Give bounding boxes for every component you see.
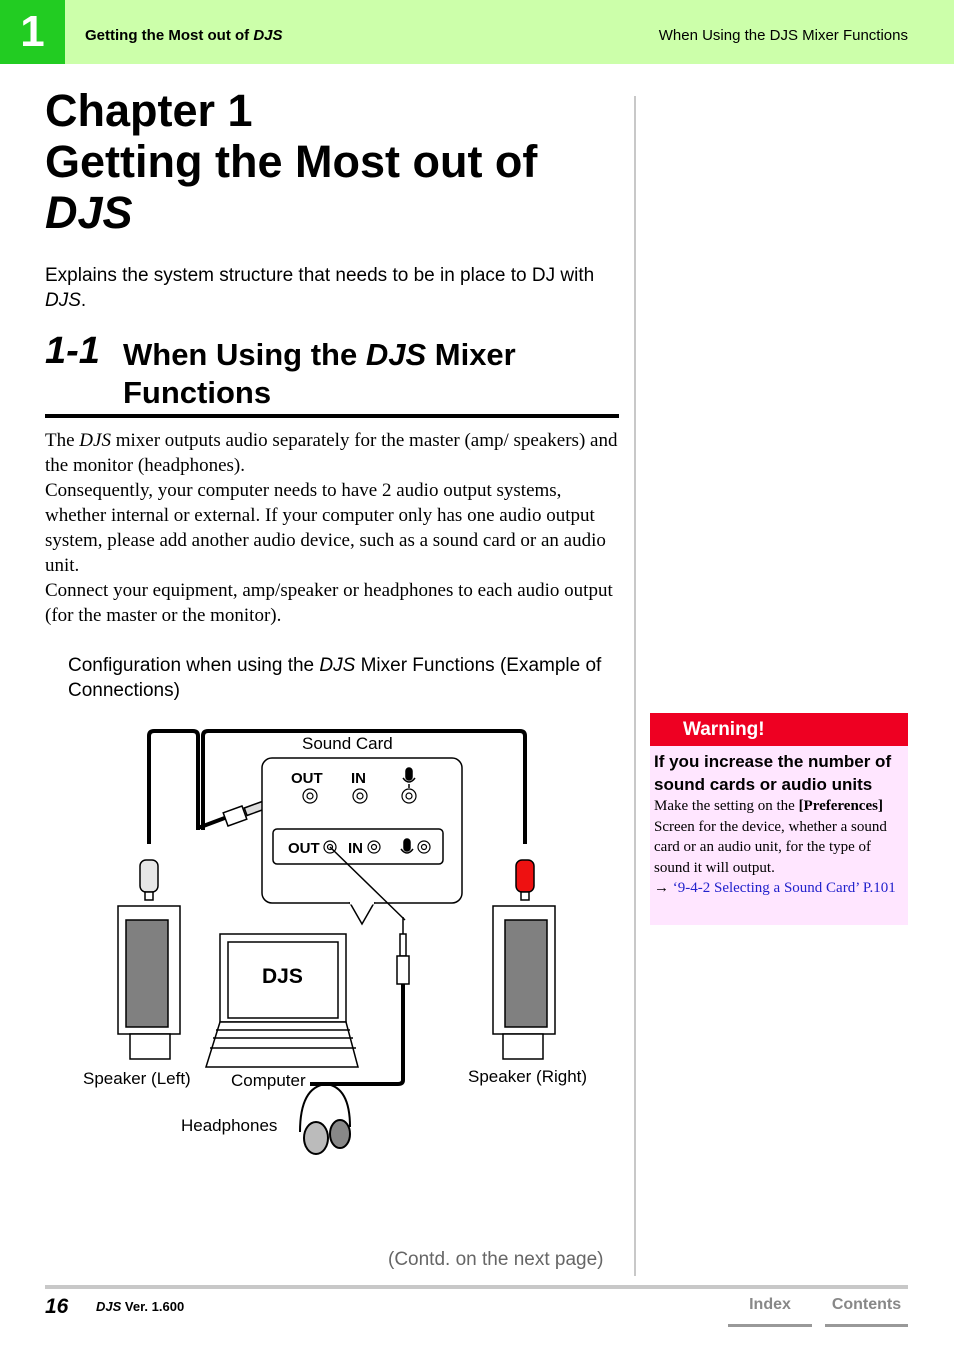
chapter-title-line1: Chapter 1 (45, 85, 253, 136)
section-body: The DJS mixer outputs audio separately f… (45, 428, 620, 628)
footer-rule (45, 1285, 908, 1289)
right-speaker-cable (201, 729, 527, 844)
intro-text: Explains the system structure that needs… (45, 265, 595, 286)
caption-end: Mixer Functions (Example of Connections) (68, 655, 602, 701)
section-title-end: Mixer Functions (123, 337, 516, 410)
right-speaker (492, 859, 556, 1060)
computer-label: Computer (231, 1071, 306, 1090)
version-product: DJS (96, 1299, 122, 1314)
body-paragraph-1: The DJS mixer outputs audio separately f… (45, 428, 620, 478)
intro-end: . (80, 290, 87, 311)
section-number: 1-1 (45, 330, 100, 372)
warning-body: Make the setting on the [Preferences] Sc… (654, 796, 904, 878)
laptop-computer (204, 933, 359, 1068)
section-rule (45, 414, 619, 418)
warning-box: Warning! If you increase the number of s… (650, 713, 908, 925)
figure-caption: Configuration when using the DJS Mixer F… (68, 653, 628, 703)
left-speaker-cable (147, 729, 200, 844)
index-button[interactable]: Index (728, 1296, 812, 1327)
chapter-title-line2: Getting the Most out of (45, 136, 538, 187)
warning-body-end: Screen for the device, whether a sound c… (654, 818, 887, 876)
chapter-title-line3: DJS (45, 187, 133, 238)
left-speaker (117, 859, 181, 1060)
speaker-left-label: Speaker (Left) (83, 1069, 191, 1088)
headphone-cable (310, 984, 405, 1086)
column-divider (634, 96, 636, 1276)
intro-product: DJS (45, 290, 81, 311)
caption-text: Configuration when using the (68, 655, 320, 676)
caption-product: DJS (319, 655, 356, 676)
in-label-top: IN (351, 770, 366, 787)
laptop-screen-text: DJS (262, 965, 303, 988)
out-label-top: OUT (291, 770, 323, 787)
header-section-title[interactable]: When Using the DJS Mixer Functions (658, 27, 908, 44)
headphone-plug (396, 917, 410, 985)
warning-body-bold: [Preferences] (798, 798, 883, 814)
warning-link[interactable]: ‘9-4-2 Selecting a Sound Card’ P.101 (672, 880, 896, 896)
version-label: DJS Ver. 1.600 (96, 1299, 184, 1314)
p1-product: DJS (79, 430, 111, 451)
sound-card-jacks (302, 788, 431, 854)
body-paragraph-3: Connect your equipment, amp/speaker or h… (45, 580, 613, 626)
speaker-right-label: Speaker (Right) (468, 1067, 587, 1086)
section-title-text: When Using the (123, 337, 366, 372)
chapter-intro: Explains the system structure that needs… (45, 263, 605, 313)
connection-diagram: Sound Card OUT IN OUT IN (83, 729, 587, 1155)
header-title-product: DJS (253, 27, 283, 44)
section-title: When Using the DJS Mixer Functions (123, 336, 603, 412)
version-number: Ver. 1.600 (121, 1299, 185, 1314)
section-title-product: DJS (365, 337, 427, 372)
body-paragraph-2: Consequently, your computer needs to hav… (45, 480, 606, 576)
header-chapter-title[interactable]: Getting the Most out of DJS (85, 27, 283, 44)
headphones-label: Headphones (181, 1116, 277, 1135)
chapter-title: Chapter 1 Getting the Most out of DJS (45, 85, 625, 238)
p1-end: mixer outputs audio separately for the m… (45, 430, 618, 476)
page-number: 16 (45, 1295, 69, 1318)
in-label-bottom: IN (348, 840, 363, 857)
chapter-tab: 1 (0, 0, 65, 64)
warning-link-line: → ‘9-4-2 Selecting a Sound Card’ P.101 (654, 878, 904, 899)
mic-icon (400, 767, 416, 854)
p1-text: The (45, 430, 80, 451)
contents-button[interactable]: Contents (825, 1296, 908, 1327)
warning-title: If you increase the number of sound card… (654, 752, 892, 794)
out-label-bottom: OUT (288, 840, 320, 857)
warning-heading: Warning! (650, 713, 908, 746)
arrow-icon: → (654, 880, 669, 896)
warning-body-text: Make the setting on the (654, 798, 799, 814)
header-title-text: Getting the Most out of (85, 27, 254, 44)
headphones-icon (299, 1082, 351, 1155)
sound-card-label: Sound Card (302, 734, 393, 753)
continued-note: (Contd. on the next page) (388, 1249, 604, 1270)
page-header (0, 0, 954, 64)
